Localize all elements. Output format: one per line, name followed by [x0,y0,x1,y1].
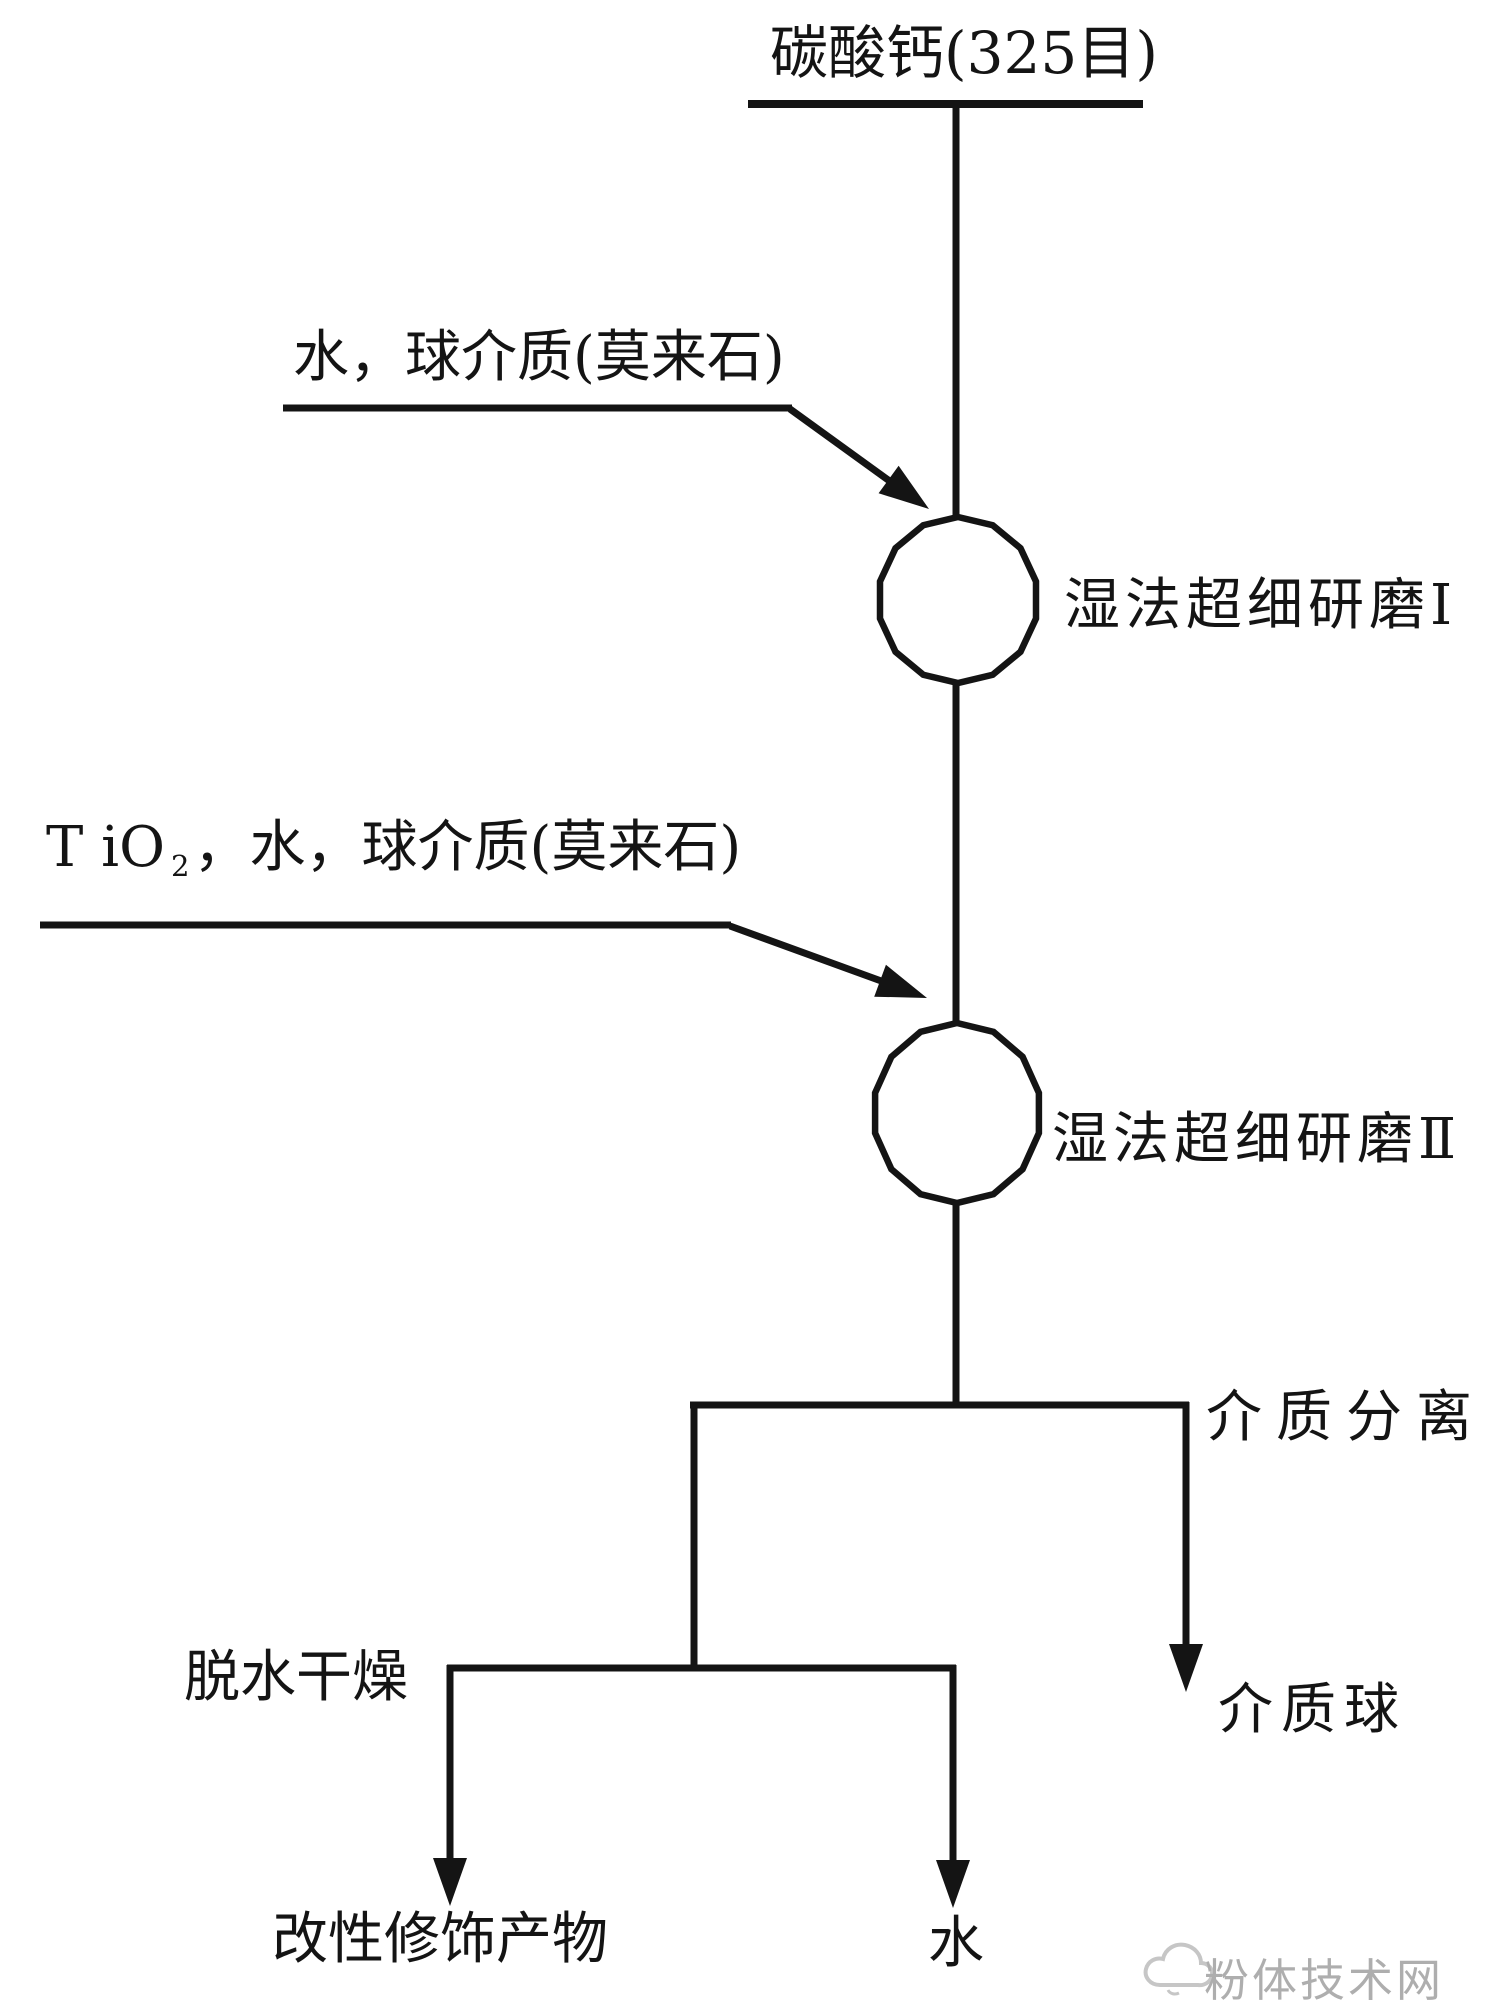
feed2-arrow-shaft [728,922,886,986]
water-arrowhead [936,1860,970,1908]
water-output-label: 水 [928,1911,984,1976]
separation-label: 介质分离 [1206,1385,1486,1450]
feed1-arrow-shaft [787,406,905,493]
media-balls-label: 介质球 [1218,1677,1408,1741]
dewater-label: 脱水干燥 [184,1645,408,1710]
grind2-label: 湿法超细研磨Ⅱ [1052,1107,1462,1172]
feed2-formula-subscript: 2 [170,849,190,884]
source-label: 碳酸钙(325目) [770,19,1158,87]
feed2-formula-suffix: ，水，球介质(莫来石) [193,815,742,880]
feed2-formula-prefix: T iO [46,815,165,880]
product-label: 改性修饰产物 [272,1907,608,1972]
feed2-arrowhead [874,964,927,998]
cloud-logo-icon [1143,1942,1215,1996]
media-balls-arrowhead [1169,1644,1203,1692]
grinding-circle-1 [876,513,1040,687]
grinding-circle-2 [871,1019,1043,1207]
watermark-text: 粉体技术网 [1204,1954,1445,2000]
grind1-label: 湿法超细研磨I [1064,573,1458,638]
product-arrowhead [433,1858,467,1906]
feed1-label: 水，球介质(莫来石) [293,325,785,390]
feed1-arrowhead [878,465,929,509]
